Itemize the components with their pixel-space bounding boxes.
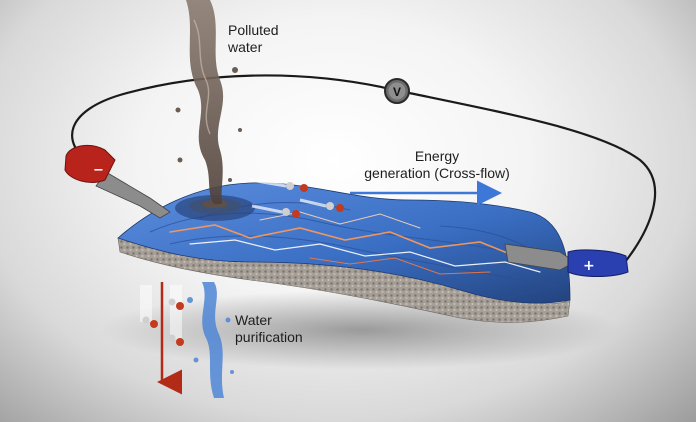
energy-generation-label-line2: generation (Cross-flow) (364, 165, 510, 181)
polluted-water-label-line2: water (228, 39, 263, 55)
positive-terminal-label: + (583, 258, 595, 274)
energy-generation-label: Energy generation (Cross-flow) (352, 148, 522, 182)
ion-particles (249, 178, 344, 218)
polluted-water-label: Polluted water (228, 22, 279, 56)
polluted-water-label-line1: Polluted (228, 22, 279, 38)
negative-terminal-label: − (93, 163, 104, 178)
positive-clip: + (504, 243, 629, 277)
water-purification-label-line2: purification (235, 329, 303, 345)
purified-droplets (140, 285, 184, 346)
clean-water-splash (187, 282, 234, 398)
water-purification-label: Water purification (235, 312, 303, 346)
water-purification-label-line1: Water (235, 312, 272, 328)
energy-generation-label-line1: Energy (414, 148, 460, 164)
water-impact (175, 195, 255, 221)
negative-clip: − (64, 144, 171, 219)
polluted-water-stream (175, 0, 242, 204)
voltmeter-symbol: V (393, 85, 401, 99)
voltmeter: V (384, 78, 410, 104)
